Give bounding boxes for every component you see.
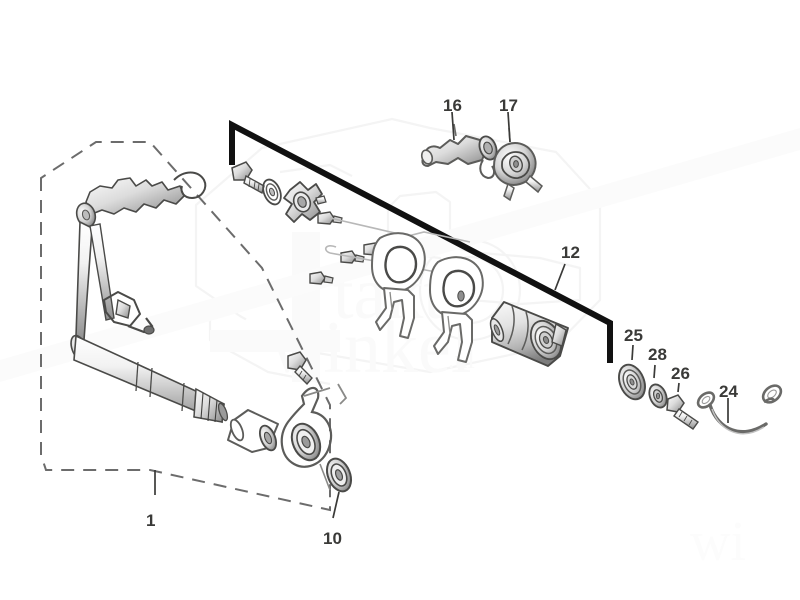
part-washer-large <box>618 363 646 401</box>
watermark-corner: wi <box>690 511 746 573</box>
part-shift-fork-right <box>428 256 484 363</box>
group-12-bracket <box>229 120 613 363</box>
callout-label-25: 25 <box>624 326 643 345</box>
part-shift-pedal-arm <box>75 171 207 342</box>
part-guide-pin-d <box>309 271 334 285</box>
leader-10 <box>332 491 340 519</box>
leader-17 <box>507 111 511 143</box>
part-shift-fork-left <box>370 232 426 339</box>
part-shift-drum-stopper-plate <box>492 127 543 202</box>
part-bolt <box>666 394 699 430</box>
dashed-group-boundary <box>40 141 331 512</box>
part-shift-arm-pawl <box>420 123 498 180</box>
leader-16 <box>451 111 455 141</box>
leader-26 <box>677 382 680 393</box>
callout-label-16: 16 <box>443 96 462 115</box>
callout-label-26: 26 <box>671 364 690 383</box>
callout-label-28: 28 <box>648 345 667 364</box>
part-gear-shift-spindle <box>70 334 229 424</box>
leader-28 <box>653 364 656 379</box>
part-star-cam-plate <box>283 181 327 223</box>
callout-label-12: 12 <box>561 243 580 262</box>
part-return-spring-plate <box>280 383 348 491</box>
part-washer-small <box>648 383 668 409</box>
part-oil-seal <box>325 457 353 493</box>
part-stud-bolt <box>287 351 313 386</box>
callout-label-24: 24 <box>719 382 738 401</box>
part-washer-ring <box>262 178 282 206</box>
part-flange-bolt <box>231 161 265 195</box>
part-shift-return-spring-rod <box>696 384 783 435</box>
part-shift-drum <box>489 301 569 367</box>
leader-12 <box>554 263 566 291</box>
callout-label-1: 1 <box>146 511 156 530</box>
leader-25 <box>631 344 634 361</box>
callout-leader-lines <box>154 111 729 519</box>
callout-label-17: 17 <box>499 96 518 115</box>
part-collar-sleeve <box>227 409 279 453</box>
part-guide-pin-a <box>317 211 343 225</box>
callout-label-10: 10 <box>323 529 342 548</box>
